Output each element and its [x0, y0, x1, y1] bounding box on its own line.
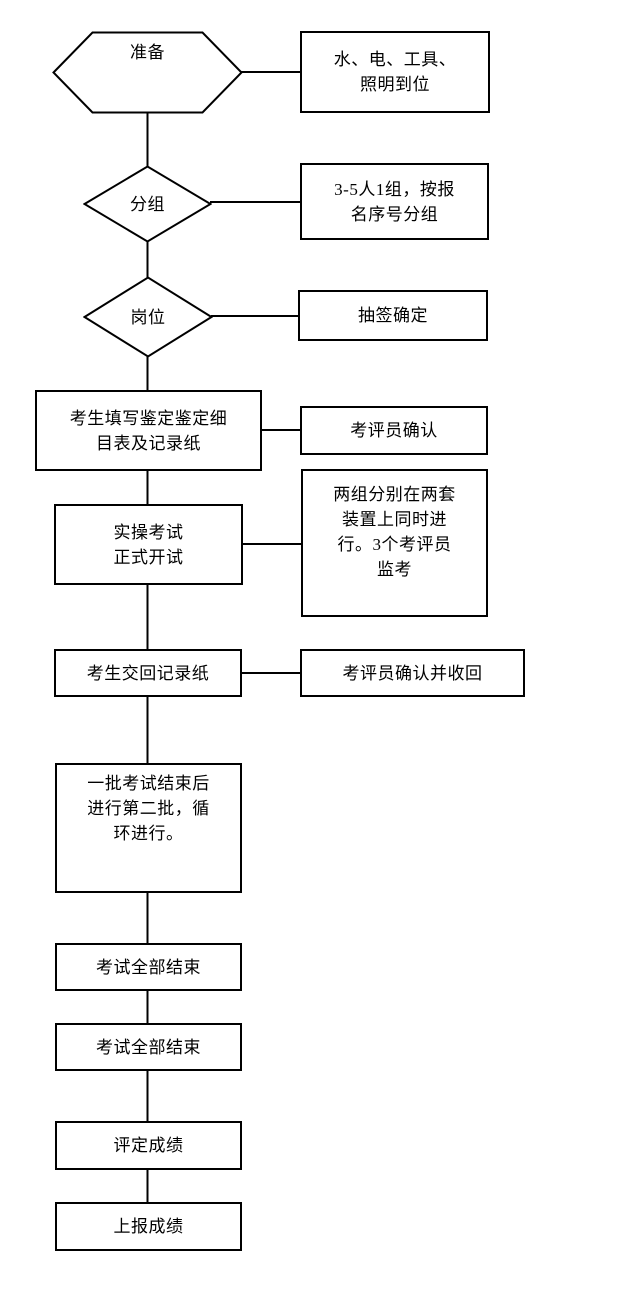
node-grouping-diamond: 分组	[83, 165, 212, 243]
node-all-end-1: 考试全部结束	[55, 943, 242, 991]
note-prepare: 水、电、工具、 照明到位	[300, 31, 490, 113]
node-batch-cycle: 一批考试结束后 进行第二批，循 环进行。	[55, 763, 242, 893]
node-label: 准备	[130, 43, 165, 62]
node-label: 考生交回记录纸	[86, 663, 210, 683]
node-label: 一批考试结束后 进行第二批，循 环进行。	[87, 774, 210, 843]
note-exam: 两组分别在两套 装置上同时进 行。3个考评员 监考	[301, 469, 488, 617]
note-grouping: 3-5人1组，按报 名序号分组	[300, 163, 489, 240]
diamond-shape	[83, 276, 213, 358]
note-label: 水、电、工具、 照明到位	[333, 50, 457, 94]
note-label: 抽签确定	[358, 306, 428, 325]
note-fill-form: 考评员确认	[300, 406, 488, 455]
note-label: 3-5人1组，按报 名序号分组	[334, 179, 455, 224]
node-position-diamond: 岗位	[83, 276, 213, 358]
note-position: 抽签确定	[298, 290, 488, 341]
node-all-end-2: 考试全部结束	[55, 1023, 242, 1071]
node-report: 上报成绩	[55, 1202, 242, 1251]
note-label: 两组分别在两套 装置上同时进 行。3个考评员 监考	[333, 485, 456, 579]
node-grade: 评定成绩	[55, 1121, 242, 1170]
node-label: 岗位	[130, 307, 166, 327]
node-label: 考试全部结束	[96, 1037, 201, 1057]
node-label: 上报成绩	[113, 1217, 184, 1236]
node-label: 考试全部结束	[96, 957, 201, 977]
node-label: 考生填写鉴定鉴定细 目表及记录纸	[69, 408, 228, 453]
node-label: 评定成绩	[113, 1136, 184, 1155]
node-label: 分组	[130, 194, 165, 214]
diamond-shape	[83, 165, 212, 243]
node-fill-form: 考生填写鉴定鉴定细 目表及记录纸	[35, 390, 262, 471]
note-label: 考评员确认	[350, 421, 438, 440]
node-exam-start: 实操考试 正式开试	[54, 504, 243, 585]
note-label: 考评员确认并收回	[342, 663, 483, 683]
node-prepare-hexagon: 准备	[52, 31, 243, 114]
node-label: 实操考试 正式开试	[113, 522, 184, 567]
note-return-paper: 考评员确认并收回	[300, 649, 525, 697]
hexagon-shape	[52, 31, 243, 114]
node-return-paper: 考生交回记录纸	[54, 649, 242, 697]
